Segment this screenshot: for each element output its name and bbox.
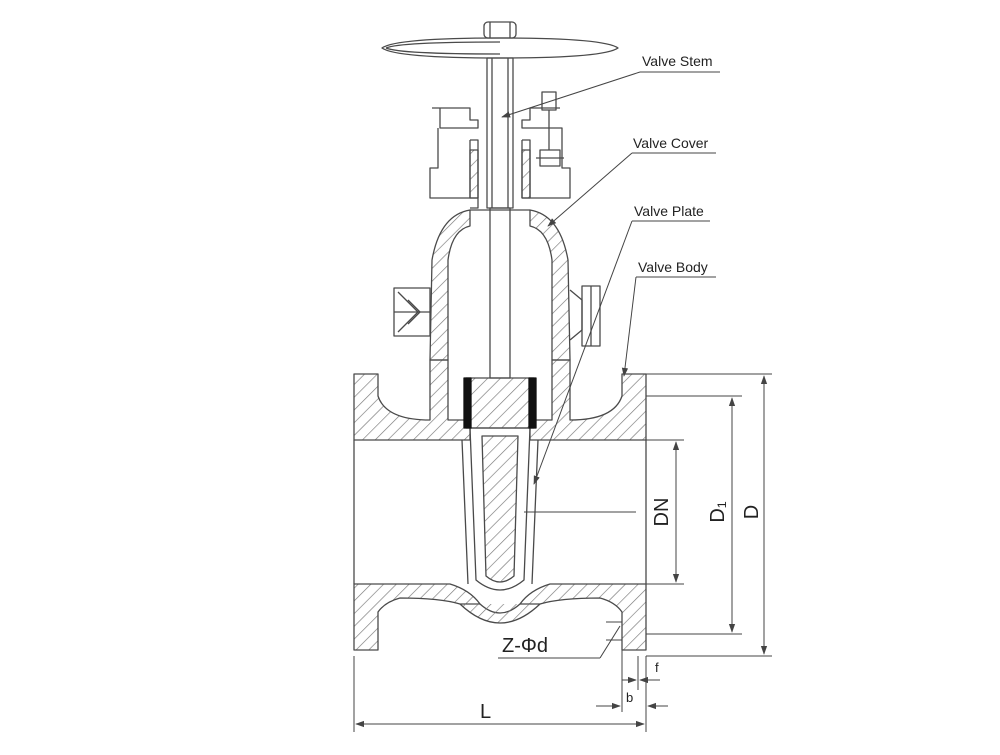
label-valve-cover: Valve Cover [633,135,709,151]
dim-b: b [626,690,633,705]
dim-z-phi-d: Z-Φd [502,635,548,657]
valve-body [353,359,647,651]
yoke [429,91,571,209]
dimension-lines [353,373,772,732]
label-valve-plate: Valve Plate [634,203,704,219]
dim-d1: D₁ [707,501,729,522]
dim-f: f [655,660,659,675]
leader-lines [501,71,720,513]
dim-dn: DN [651,498,673,527]
label-valve-stem: Valve Stem [642,53,713,69]
label-valve-body: Valve Body [638,259,708,275]
seal-rings [463,377,537,429]
dim-l: L [480,701,491,723]
handwheel [381,21,619,59]
valve-plate [465,377,535,591]
valve-cover [393,209,601,361]
dim-d: D [741,505,763,519]
valve-stem [486,57,514,379]
